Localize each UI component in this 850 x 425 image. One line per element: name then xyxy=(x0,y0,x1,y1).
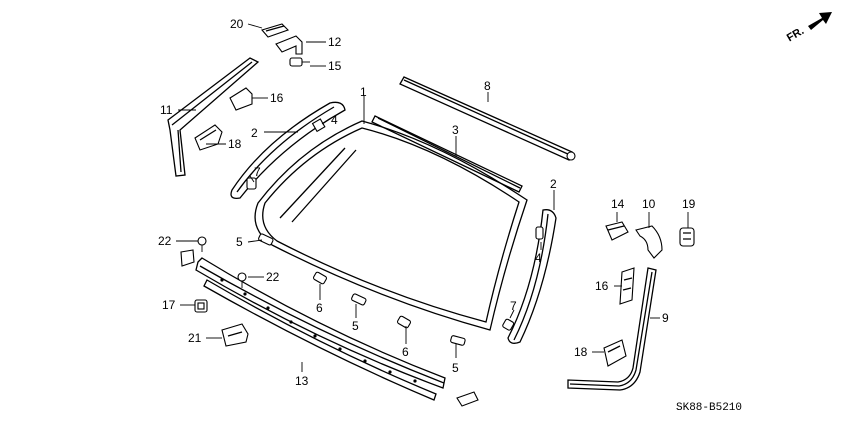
callout-20: 20 xyxy=(230,17,244,31)
fastener-15 xyxy=(289,57,310,67)
callout-7a: 7 xyxy=(254,165,261,179)
screw-22a xyxy=(197,236,207,252)
windshield-glass xyxy=(254,120,528,331)
clip-19 xyxy=(679,227,695,247)
upper-molding xyxy=(371,115,523,193)
spacer-5a xyxy=(258,233,274,246)
callout-6a: 6 xyxy=(316,301,323,315)
callout-10: 10 xyxy=(642,197,656,211)
callout-5a: 5 xyxy=(236,235,243,249)
callout-14: 14 xyxy=(611,197,625,211)
right-side-molding xyxy=(507,209,557,344)
callout-13: 13 xyxy=(295,374,309,388)
end-cap-10 xyxy=(635,225,663,259)
callout-18a: 18 xyxy=(228,137,242,151)
spacer-6b xyxy=(396,315,412,329)
callout-8: 8 xyxy=(484,79,491,93)
cap-bottom xyxy=(456,391,479,407)
clip-21 xyxy=(221,323,249,347)
callout-9: 9 xyxy=(662,311,669,325)
callout-4b: 4 xyxy=(535,251,542,265)
callout-labels: 1 2 2 3 4 4 5 5 5 6 6 7 7 8 9 10 11 12 1… xyxy=(158,17,696,388)
clip-16a xyxy=(229,87,253,111)
clip-16b xyxy=(619,267,635,305)
callout-6b: 6 xyxy=(402,345,409,359)
spacer-5b xyxy=(351,293,367,306)
callout-3: 3 xyxy=(452,123,459,137)
clip-17 xyxy=(194,299,208,313)
callout-16b: 16 xyxy=(595,279,609,293)
clip-14 xyxy=(605,221,629,241)
front-direction-indicator: FR. xyxy=(785,12,832,44)
right-garnish xyxy=(567,267,657,391)
bracket-12 xyxy=(275,35,303,55)
callout-5c: 5 xyxy=(452,361,459,375)
lower-cowl-seal xyxy=(195,257,446,401)
screw-22b xyxy=(237,272,247,288)
clip-20 xyxy=(261,23,290,38)
callout-12: 12 xyxy=(328,35,342,49)
nut-22a xyxy=(180,249,195,267)
fr-arrow-icon xyxy=(808,12,832,30)
callout-2b: 2 xyxy=(550,177,557,191)
leader-lines xyxy=(176,23,689,372)
roof-molding xyxy=(399,76,576,161)
fr-label: FR. xyxy=(785,25,806,44)
clip-4a xyxy=(311,118,326,133)
callout-19: 19 xyxy=(682,197,696,211)
callout-4a: 4 xyxy=(331,113,338,127)
clip-18a xyxy=(194,124,223,151)
spacer-6a xyxy=(312,271,328,285)
spacer-5c xyxy=(450,335,466,346)
callout-5b: 5 xyxy=(352,319,359,333)
left-side-molding xyxy=(230,101,346,199)
callout-16a: 16 xyxy=(270,91,284,105)
left-garnish xyxy=(167,57,260,177)
callout-21: 21 xyxy=(188,331,202,345)
callout-22a: 22 xyxy=(158,234,172,248)
callout-11: 11 xyxy=(160,103,173,117)
callout-17: 17 xyxy=(162,298,176,312)
clip-4b xyxy=(535,226,544,240)
clip-18b xyxy=(603,339,627,367)
callout-7b: 7 xyxy=(510,299,517,313)
spacer-7b xyxy=(502,318,515,331)
callout-2a: 2 xyxy=(251,126,258,140)
callout-1: 1 xyxy=(360,85,367,99)
callout-18b: 18 xyxy=(574,345,588,359)
spacer-7a xyxy=(246,177,257,190)
callout-15: 15 xyxy=(328,59,342,73)
diagram-code: SK88-B5210 xyxy=(676,402,742,414)
callout-22b: 22 xyxy=(266,270,280,284)
